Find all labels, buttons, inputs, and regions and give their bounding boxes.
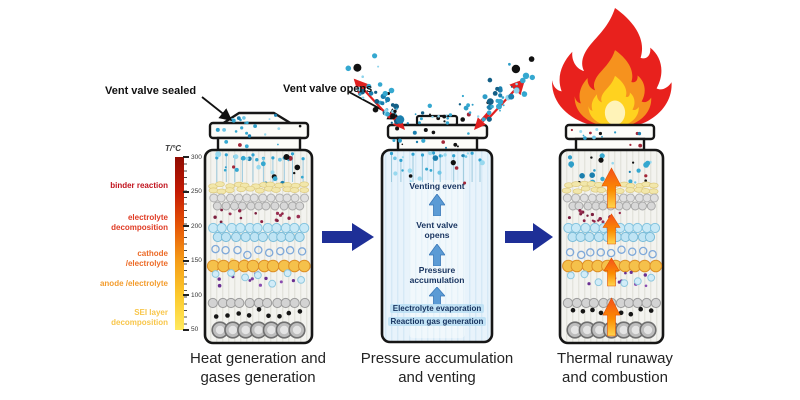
- flame-arrow-icon: [601, 167, 622, 209]
- label-electrolyte-evaporation: Electrolyte evaporation: [382, 304, 492, 313]
- electrode-layers: [206, 151, 311, 339]
- up-arrow-icon: [429, 244, 445, 266]
- battery-cell-stage1: [203, 111, 314, 345]
- tick-label: 300: [191, 153, 202, 161]
- cap-neck: [574, 137, 646, 152]
- cap-neck: [396, 136, 479, 152]
- cap-neck: [216, 136, 302, 152]
- flame-arrow-icon: [603, 257, 620, 287]
- tick-mark: [183, 225, 189, 228]
- tick-label: 150: [191, 257, 202, 265]
- reaction-label: anode /electrolyte: [99, 279, 168, 288]
- vent-valve-opens-label: Vent valve opens: [283, 83, 373, 95]
- temperature-gradient-bar: [175, 157, 184, 330]
- reaction-label: binder reaction: [110, 181, 168, 190]
- reaction-label: electrolyte decomposition: [111, 213, 168, 232]
- tick-mark: [183, 294, 189, 297]
- tick-mark: [183, 259, 189, 262]
- stage-arrow-icon: [505, 223, 553, 251]
- step-pressure-accumulation: Pressure accumulation: [409, 265, 465, 285]
- tick-label: 250: [191, 188, 202, 196]
- tick-mark: [183, 328, 189, 331]
- up-arrow-icon: [429, 287, 445, 305]
- electrode-layers: [561, 153, 663, 339]
- temperature-axis-title: T/°C: [165, 144, 182, 153]
- tick-mark: [183, 156, 189, 158]
- step-venting-event: Venting event: [409, 181, 465, 191]
- step-vent-valve-opens: Vent valve opens: [416, 220, 458, 240]
- cap-flange: [564, 123, 656, 141]
- tick-label: 100: [191, 291, 202, 299]
- reaction-label: cathode /electrolyte: [125, 249, 168, 268]
- flame-arrow-icon: [602, 297, 621, 337]
- tick-label: 200: [191, 222, 202, 230]
- battery-cell-stage3: [558, 123, 665, 345]
- tick-label: 50: [191, 326, 199, 333]
- cap-flange: [386, 123, 489, 140]
- tick-mark: [183, 190, 189, 193]
- flame-icon: [552, 8, 672, 129]
- up-arrow-icon: [429, 194, 445, 216]
- label-reaction-gas-generation: Reaction gas generation: [382, 317, 492, 326]
- temperature-minor-ticks: [184, 157, 187, 331]
- stage-arrow-icon: [322, 223, 374, 251]
- reaction-label: SEI layer decomposition: [111, 308, 168, 327]
- flame-arrow-icon: [602, 213, 621, 245]
- vent-valve-sealed-label: Vent valve sealed: [105, 85, 197, 97]
